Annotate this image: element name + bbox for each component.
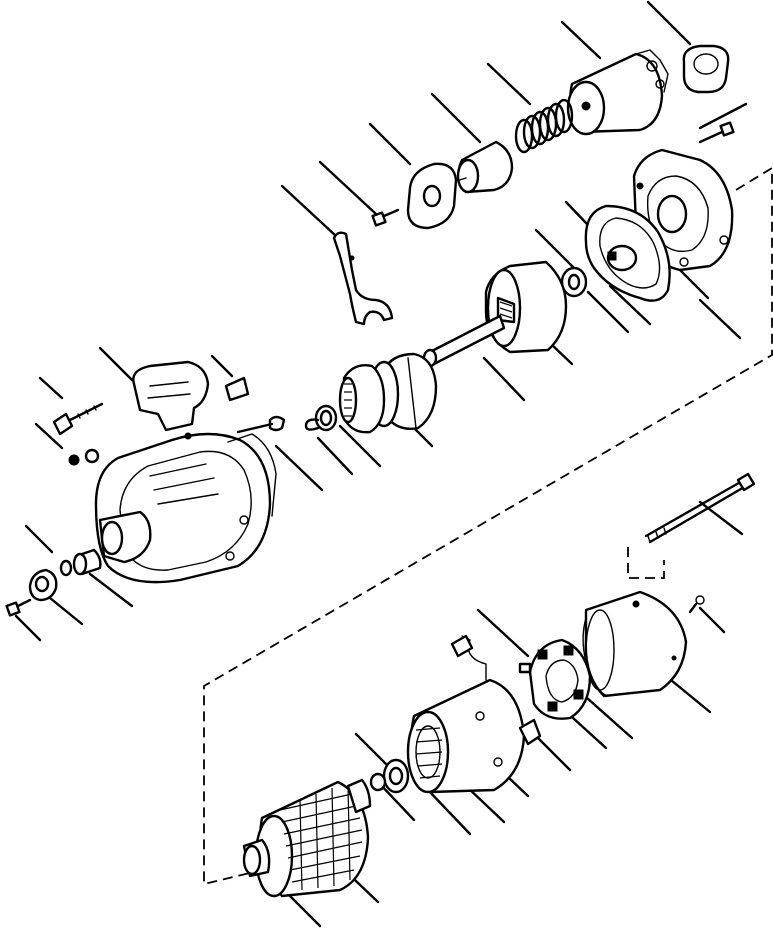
drive-housing-bolt xyxy=(236,415,286,434)
cover-small-screw xyxy=(688,595,705,614)
field-frame xyxy=(406,634,542,794)
pinion-shaft-assembly xyxy=(422,260,568,368)
cover-screw-left xyxy=(224,376,250,402)
plunger xyxy=(439,140,514,194)
housing-bolt xyxy=(52,402,104,436)
plunger-spring xyxy=(514,98,574,154)
drive-housing xyxy=(94,360,277,584)
callout-leader-lines xyxy=(14,0,748,928)
through-bolt xyxy=(644,472,756,544)
through-screw-top xyxy=(698,121,735,144)
overrunning-clutch xyxy=(338,352,438,434)
brush-holder xyxy=(518,638,592,720)
snap-ring xyxy=(304,418,320,431)
solenoid xyxy=(566,49,669,136)
housing-bushing xyxy=(72,548,102,576)
solenoid-boot xyxy=(682,44,730,94)
yoke-cover xyxy=(582,590,688,698)
thrust-washer xyxy=(59,559,73,577)
armature-bearing xyxy=(382,758,410,794)
cover-plate xyxy=(406,162,458,230)
nut-and-lock-washer xyxy=(68,448,100,466)
bearing-cap xyxy=(28,568,58,602)
small-screw xyxy=(371,208,400,227)
pinion-stop-ring xyxy=(314,404,338,432)
shift-lever xyxy=(332,231,394,326)
cap-screw xyxy=(5,598,32,617)
washer-lower xyxy=(369,772,387,792)
assembly-boundary-lines xyxy=(203,166,773,886)
armature xyxy=(242,778,372,898)
end-frame-gasket xyxy=(584,204,671,302)
